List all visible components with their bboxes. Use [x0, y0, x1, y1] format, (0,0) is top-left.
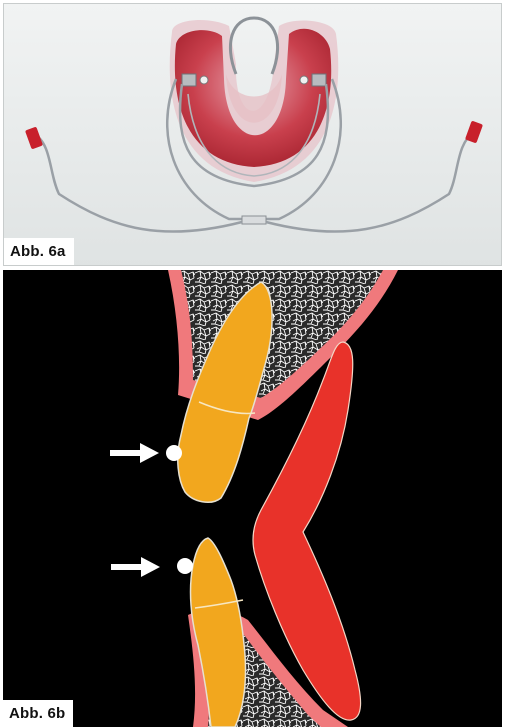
upper-pad	[166, 445, 182, 461]
figure-label-6b: Abb. 6b	[3, 700, 73, 727]
appliance-photo-panel: Abb. 6a	[3, 3, 502, 266]
cross-section-diagram	[3, 270, 502, 727]
lower-pad	[177, 558, 193, 574]
appliance-photo	[4, 4, 502, 266]
cross-section-diagram-panel: Abb. 6b	[3, 270, 502, 727]
figure-label-6a: Abb. 6a	[4, 238, 74, 265]
